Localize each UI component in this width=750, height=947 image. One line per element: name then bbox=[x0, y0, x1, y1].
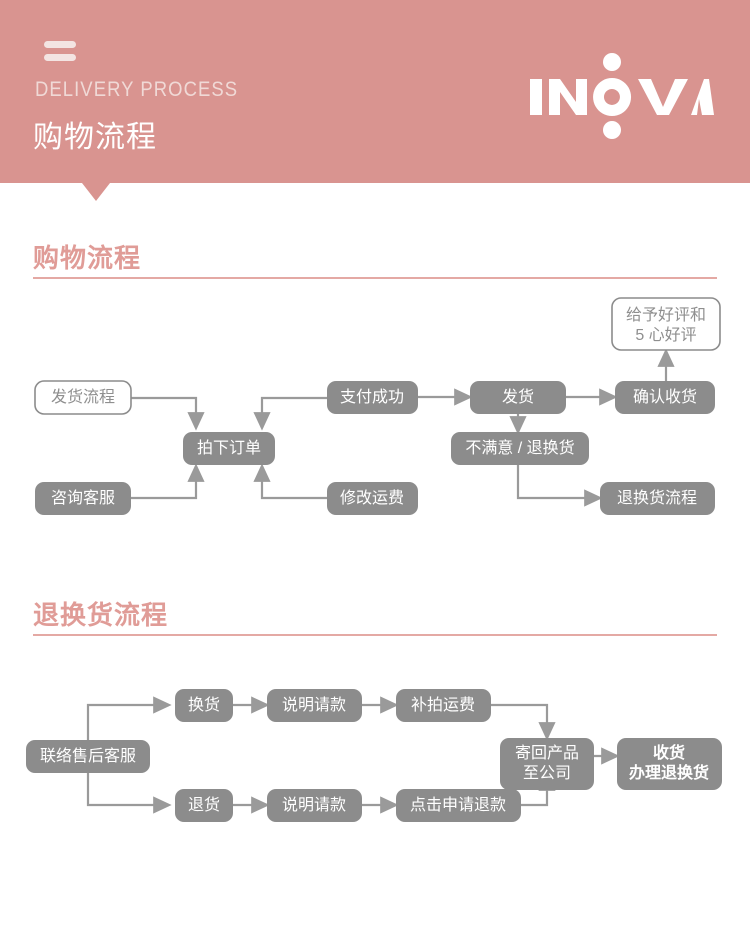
node-receive-and-process bbox=[617, 738, 722, 790]
node-place-order-label: 拍下订单 bbox=[197, 439, 261, 457]
header-notch-triangle bbox=[82, 183, 110, 201]
page-header: DELIVERY PROCESS 购物流程 bbox=[0, 0, 750, 183]
node-extra-shipping-fee bbox=[396, 689, 491, 722]
node-apply-refund bbox=[396, 789, 521, 822]
section-rule-return bbox=[33, 634, 717, 636]
node-send-back-product-line1: 寄回产品 bbox=[515, 744, 579, 762]
section-title-return: 退换货流程 bbox=[33, 600, 169, 630]
flowchart-return-process: 联络售后客服 换货 说明请款 补拍运费 退货 说明请款 点击申请退款 寄回产品 … bbox=[26, 689, 722, 822]
node-payment-success-label: 支付成功 bbox=[340, 388, 404, 406]
node-positive-review bbox=[611, 297, 721, 351]
node-positive-review-line2: 5 心好评 bbox=[635, 326, 696, 344]
hamburger-bar-1 bbox=[44, 41, 76, 48]
page-title: 购物流程 bbox=[33, 121, 157, 154]
node-dissatisfied-return-label: 不满意 / 退换货 bbox=[465, 438, 574, 457]
inova-logo bbox=[530, 53, 714, 139]
logo-dot-top bbox=[603, 53, 621, 71]
node-contact-service bbox=[35, 482, 131, 515]
node-send-back-product-line2: 至公司 bbox=[523, 765, 571, 782]
node-payment-success bbox=[327, 381, 418, 414]
node-explain-request-top bbox=[267, 689, 362, 722]
section-title-shopping: 购物流程 bbox=[33, 243, 142, 273]
header-subtitle-en: DELIVERY PROCESS bbox=[35, 78, 239, 101]
node-contact-aftersales bbox=[26, 740, 150, 773]
node-explain-request-top-label: 说明请款 bbox=[282, 696, 346, 714]
node-modify-shipping-fee bbox=[327, 482, 418, 515]
node-contact-aftersales-label: 联络售后客服 bbox=[40, 746, 136, 765]
logo-dot-bottom bbox=[603, 121, 621, 139]
node-modify-shipping-fee-label: 修改运费 bbox=[340, 489, 404, 507]
node-dissatisfied-return bbox=[451, 432, 589, 465]
node-return-goods bbox=[175, 789, 233, 822]
node-confirm-receipt bbox=[615, 381, 715, 414]
node-explain-request-bottom-label: 说明请款 bbox=[282, 796, 346, 814]
node-receive-and-process-line2: 办理退换货 bbox=[629, 763, 709, 782]
node-return-process-link bbox=[600, 482, 715, 515]
node-explain-request-bottom bbox=[267, 789, 362, 822]
hamburger-icon[interactable] bbox=[44, 41, 76, 61]
node-delivery-process-label: 发货流程 bbox=[51, 388, 115, 406]
hamburger-bar-2 bbox=[44, 54, 76, 61]
node-receive-and-process-line1: 收货 bbox=[653, 743, 685, 762]
node-return-process-link-label: 退换货流程 bbox=[617, 489, 697, 507]
section-rule-shopping bbox=[33, 277, 717, 279]
node-positive-review-line1: 给予好评和 bbox=[626, 306, 706, 324]
node-ship bbox=[470, 381, 566, 414]
node-send-back-product bbox=[500, 738, 594, 790]
node-ship-label: 发货 bbox=[502, 388, 534, 406]
node-exchange bbox=[175, 689, 233, 722]
node-contact-service-label: 咨询客服 bbox=[51, 489, 115, 507]
flowchart-shopping-process: 给予好评和 5 心好评 发货流程 支付成功 发货 确认收货 拍下订单 不满意 /… bbox=[34, 297, 721, 515]
node-delivery-process bbox=[34, 380, 132, 415]
node-confirm-receipt-label: 确认收货 bbox=[633, 388, 697, 406]
node-apply-refund-label: 点击申请退款 bbox=[410, 796, 506, 814]
node-return-goods-label: 退货 bbox=[188, 796, 220, 814]
node-exchange-label: 换货 bbox=[188, 696, 220, 714]
node-place-order bbox=[183, 432, 275, 465]
node-extra-shipping-fee-label: 补拍运费 bbox=[411, 696, 475, 714]
